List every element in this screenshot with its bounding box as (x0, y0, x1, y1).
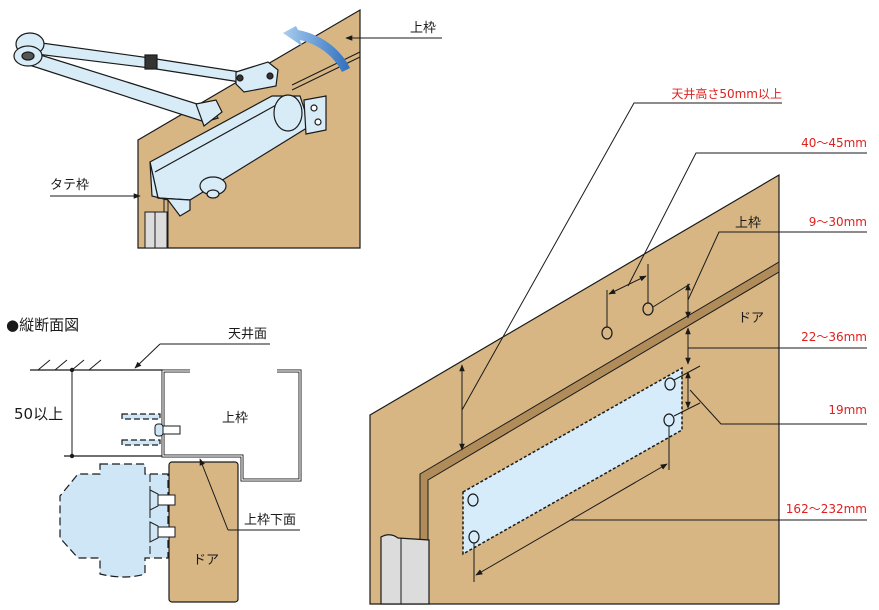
mounting-top-frame-label: 上枠 (735, 216, 761, 231)
dimension-body-hole-spacing: 19mm (828, 403, 867, 417)
hinge (144, 211, 168, 249)
frame-edge-line-2 (291, 56, 361, 91)
dimension-lines (459, 102, 867, 582)
section-title: ●縦断面図 (6, 316, 79, 334)
top-frame-bottom-label: 上枠下面 (244, 513, 296, 528)
perspective-view: 上枠 タテ枠 (13, 8, 442, 249)
bracket-screw-head (154, 423, 164, 437)
section-door (168, 461, 239, 603)
top-frame-profile-inner (162, 370, 301, 481)
dimension-body-hole-span: 162〜232mm (786, 502, 867, 516)
vertical-frame-label: タテ枠 (50, 178, 89, 193)
bracket-dashed (121, 413, 161, 446)
section-view: ●縦断面図 天井面 50以上 上枠 ドア (6, 316, 302, 603)
frame-bottom-arrow (199, 458, 229, 531)
mounting-door-label: ドア (738, 311, 764, 326)
closer-screws (149, 489, 176, 543)
dimension-dot (69, 367, 75, 373)
opening-direction-arrow-icon (283, 26, 350, 72)
ceiling-hatch (37, 359, 102, 371)
dimension-frame-to-body: 22〜36mm (801, 330, 867, 344)
bracket-screw (162, 425, 181, 435)
clearance-label: 50以上 (14, 405, 63, 423)
frame-edge-line (291, 51, 361, 86)
section-top-frame-label: 上枠 (222, 411, 248, 426)
mounting-hinge (380, 534, 430, 605)
closer-body-dashed (59, 463, 169, 578)
section-door-label: ドア (193, 553, 219, 568)
ceiling-surface-label: 天井面 (228, 327, 267, 342)
ceiling-arrow (134, 343, 161, 369)
top-frame-label: 上枠 (410, 21, 436, 36)
dimension-ceiling-height: 天井高さ50mm以上 (671, 86, 782, 101)
dimension-bracket-offset: 9〜30mm (809, 215, 867, 229)
mounting-view: 上枠 ドア 天井高さ50mm以上 40〜45mm 9〜30mm 22〜36mm … (369, 86, 867, 605)
dimension-bracket-hole-spacing: 40〜45mm (801, 136, 867, 150)
door-closer-body-icon (149, 94, 327, 217)
